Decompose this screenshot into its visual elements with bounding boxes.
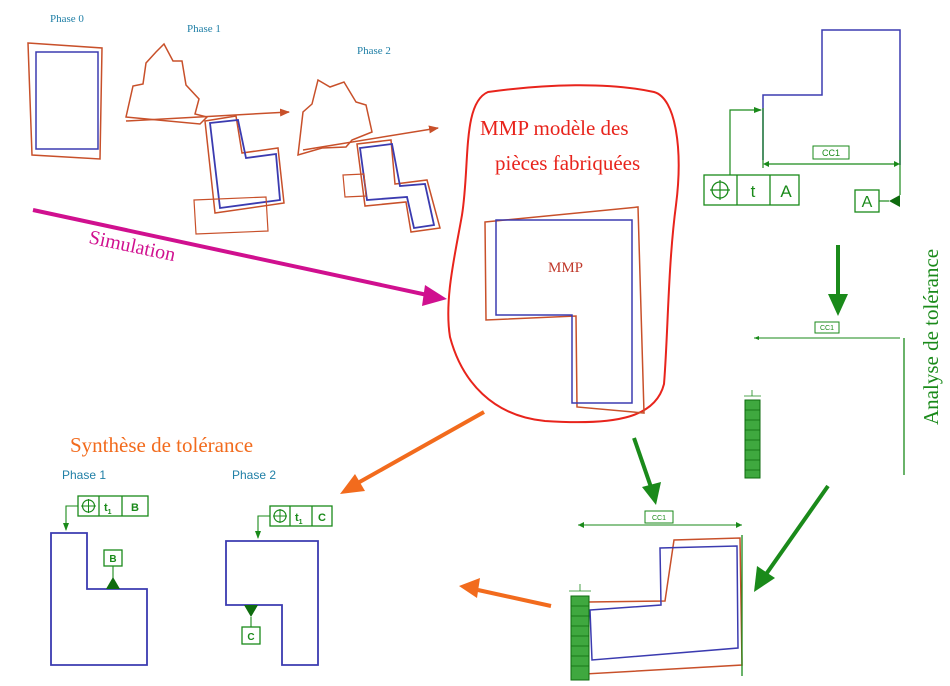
phase2-part bbox=[342, 139, 441, 233]
cc1-bottom-label: CC1 bbox=[652, 515, 666, 522]
phase2-label: Phase 2 bbox=[357, 45, 391, 57]
analysis-part bbox=[762, 29, 901, 165]
bottom-arrow-left bbox=[578, 522, 584, 528]
synth-p2-part bbox=[225, 540, 319, 666]
p1-datum-label: B bbox=[109, 554, 116, 565]
analysis-down-arrowhead bbox=[828, 294, 848, 316]
mmp-to-bottom-arrowhead bbox=[642, 482, 661, 505]
synth-p1-part bbox=[50, 532, 148, 666]
p2-datum-triangle bbox=[244, 605, 258, 617]
phase1-raw-stock bbox=[125, 42, 209, 125]
dim-arrow-right bbox=[894, 161, 900, 167]
p2-frame-leader bbox=[255, 515, 270, 539]
mmp-part bbox=[484, 206, 645, 414]
synthesis-phase1-label: Phase 1 bbox=[62, 468, 106, 482]
analysis-tolerance-frame bbox=[703, 174, 800, 206]
mmp-inner-label: MMP bbox=[548, 260, 583, 276]
mmp-to-synthesis-arrow bbox=[355, 410, 485, 486]
analysis-frame-datum: A bbox=[780, 182, 792, 201]
datum-a-label: A bbox=[862, 194, 873, 211]
cc1-top-box bbox=[812, 145, 850, 160]
cc1-mid-box bbox=[814, 321, 840, 334]
analysis-tolerance-zone bbox=[744, 390, 761, 479]
p1-datum-triangle bbox=[106, 577, 120, 589]
analysis-vertical-label: Analyse de tolérance bbox=[919, 249, 943, 425]
phase2-raw-stock bbox=[297, 78, 373, 157]
phase0-part bbox=[27, 42, 103, 160]
cc1-bottom-box bbox=[644, 510, 674, 524]
bottom-tolerance-zone bbox=[569, 584, 591, 681]
p2-datum-box bbox=[241, 626, 261, 645]
analysis-diag-arrow bbox=[760, 484, 830, 582]
phase0-label: Phase 0 bbox=[50, 13, 84, 25]
dim-arrow-left bbox=[763, 161, 769, 167]
p2-frame-tol: t1 bbox=[295, 512, 303, 526]
frame-leader bbox=[729, 107, 762, 175]
p1-frame-datum: B bbox=[131, 502, 139, 514]
simulation-arrowhead bbox=[422, 285, 447, 306]
phase2-axis-line bbox=[302, 125, 439, 151]
p1-frame-leader bbox=[63, 505, 78, 531]
mmp-to-bottom-arrow bbox=[632, 437, 654, 491]
analysis-diag-arrowhead bbox=[754, 566, 775, 592]
bottom-to-synthesis-arrowhead bbox=[459, 578, 480, 598]
bottom-arrow-right bbox=[736, 522, 742, 528]
cc1-mid-label: CC1 bbox=[820, 325, 834, 332]
cc1-top-label: CC1 bbox=[822, 148, 840, 158]
simulation-arrow bbox=[32, 208, 433, 298]
synthesis-phase2-label: Phase 2 bbox=[232, 468, 276, 482]
p2-datum-label: C bbox=[247, 632, 254, 643]
mmp-title-line2: pièces fabriquées bbox=[495, 151, 640, 175]
mmp-title-line1: MMP modèle des bbox=[480, 116, 629, 140]
datum-a-triangle bbox=[889, 195, 900, 207]
phase1-axis-line bbox=[125, 108, 290, 122]
analysis-frame-tol: t bbox=[751, 182, 756, 201]
phase1-part bbox=[193, 115, 285, 235]
p2-frame-datum: C bbox=[318, 512, 326, 524]
p1-frame-tol: t1 bbox=[104, 502, 112, 516]
synthesis-title: Synthèse de tolérance bbox=[70, 433, 253, 457]
bottom-to-synthesis-arrow bbox=[477, 588, 552, 608]
bottom-composite-part bbox=[584, 535, 743, 676]
mmp-to-synthesis-arrowhead bbox=[340, 474, 365, 494]
mmp-blob bbox=[447, 84, 680, 424]
mid-arrow-left bbox=[754, 336, 759, 340]
phase1-label: Phase 1 bbox=[187, 23, 221, 35]
